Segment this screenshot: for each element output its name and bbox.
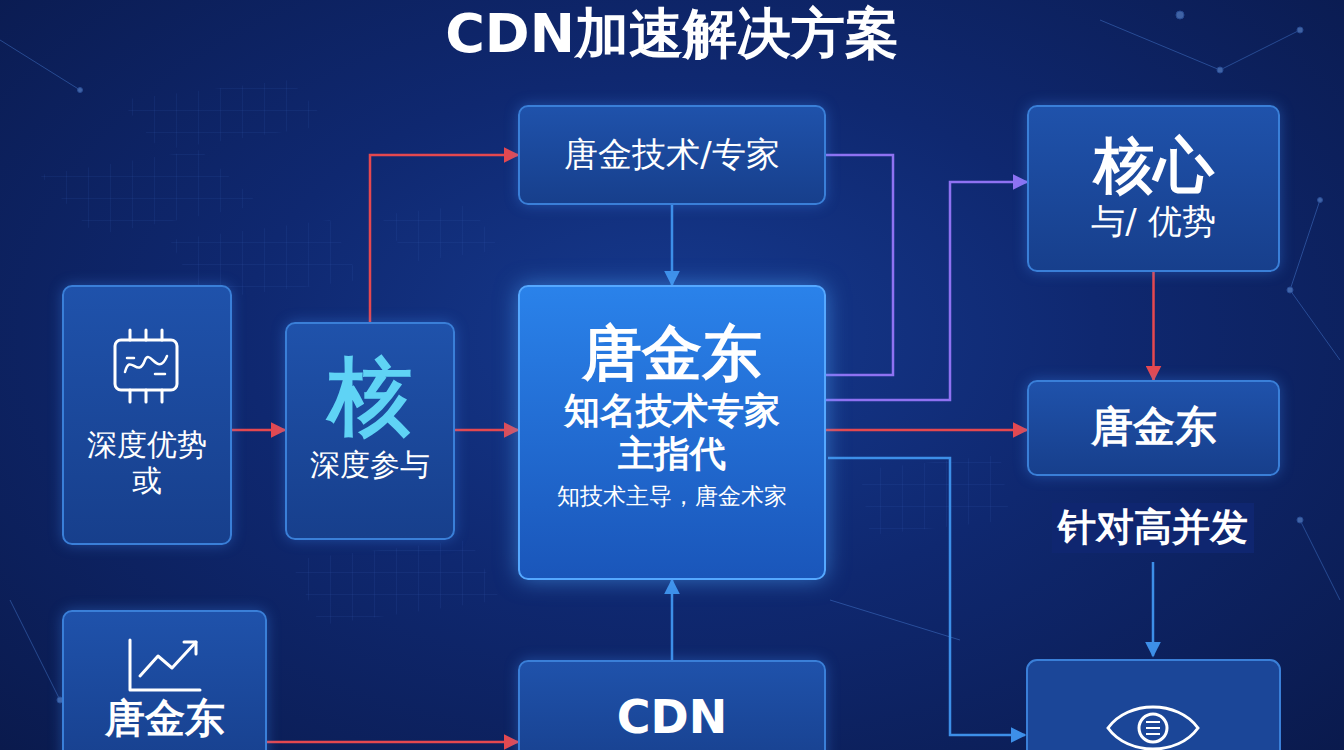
node-text: 唐金东 bbox=[1091, 402, 1217, 452]
process-box: 核深度参与 bbox=[285, 322, 455, 540]
flow-arrow bbox=[232, 429, 285, 432]
flow-line bbox=[1152, 562, 1155, 656]
node-text: 核 bbox=[328, 346, 412, 447]
grid-panels bbox=[40, 80, 1010, 625]
node-text: 深度参与 bbox=[310, 447, 430, 483]
flow-arrow bbox=[370, 155, 518, 322]
process-box: 深度优势 或 bbox=[62, 285, 232, 545]
node-text: 知技术主导，唐金术家 bbox=[557, 483, 787, 511]
node-text: 知名技术专家 主指代 bbox=[556, 389, 788, 475]
process-box: 唐金东知名技术专家 主指代知技术主导，唐金术家 bbox=[518, 285, 826, 580]
flow-line bbox=[828, 458, 1025, 735]
flow-arrow bbox=[826, 155, 893, 375]
node-text: 唐金东 bbox=[582, 317, 762, 389]
flow-arrow bbox=[671, 580, 674, 660]
eye-icon bbox=[1108, 707, 1198, 749]
process-box: 唐金东 bbox=[1027, 380, 1280, 476]
node-text: 唐金技术/专家 bbox=[564, 134, 779, 175]
flow-arrow bbox=[455, 429, 518, 432]
note-label: 针对高并发 bbox=[1052, 503, 1254, 553]
network-lines bbox=[0, 11, 1340, 703]
flow-arrow bbox=[826, 429, 1027, 432]
flow-arrow bbox=[267, 741, 518, 744]
process-box: 核心与/ 优势 bbox=[1027, 105, 1280, 272]
diagram-title: CDN加速解决方案 bbox=[0, 4, 1344, 63]
monitor-box bbox=[1027, 660, 1280, 750]
node-text: 核心 bbox=[1094, 129, 1214, 201]
process-box: CDN bbox=[518, 660, 826, 750]
flow-arrow bbox=[826, 182, 1027, 400]
process-box: 唐金东 bbox=[62, 610, 267, 750]
flow-arrow bbox=[671, 205, 674, 285]
process-box: 唐金技术/专家 bbox=[518, 105, 826, 205]
node-text: 深度优势 或 bbox=[82, 427, 212, 499]
node-text: CDN bbox=[617, 690, 727, 745]
flow-arrow bbox=[1152, 272, 1155, 380]
chip-icon bbox=[115, 330, 177, 402]
node-text: 与/ 优势 bbox=[1091, 201, 1215, 242]
node-text: 唐金东 bbox=[105, 694, 225, 742]
chart-icon bbox=[130, 640, 200, 690]
